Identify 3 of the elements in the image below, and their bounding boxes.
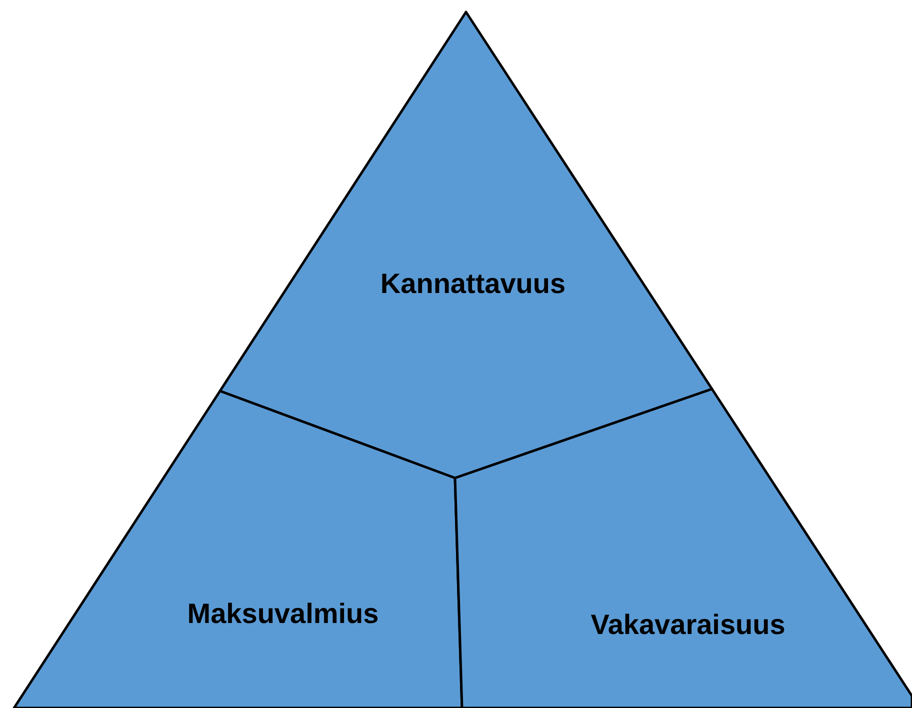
segment-label: Kannattavuus (380, 268, 566, 300)
segment-label: Maksuvalmius (187, 598, 379, 630)
segment-label: Vakavaraisuus (590, 609, 786, 641)
